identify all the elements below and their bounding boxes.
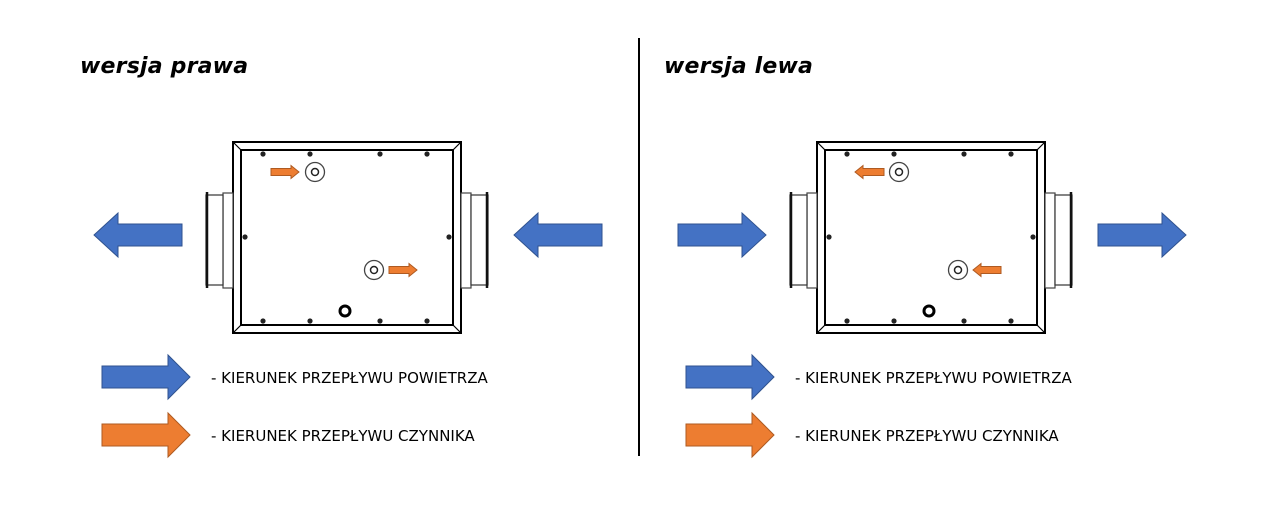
screw-icon (377, 318, 383, 324)
screw-icon (1030, 234, 1036, 240)
housing-unit (789, 141, 1073, 334)
drain-hole-icon (922, 304, 936, 318)
housing-corner-bevel (1036, 141, 1046, 151)
panel-divider (638, 38, 640, 456)
screw-icon (446, 234, 452, 240)
legend-air-flow-arrow-icon (101, 353, 191, 401)
duct-collar-left (205, 194, 224, 286)
air-flow-arrow-icon (1097, 211, 1187, 259)
panel-title-right-version: wersja prawa (80, 54, 249, 79)
duct-collar-left-inner (222, 192, 234, 289)
air-flow-arrow-icon (677, 211, 767, 259)
housing-corner-bevel (452, 141, 462, 151)
refrigerant-flow-arrow-icon (854, 164, 885, 180)
duct-collar-right (1054, 194, 1073, 286)
screw-icon (1008, 151, 1014, 157)
screw-icon (307, 318, 313, 324)
housing-unit (205, 141, 489, 334)
legend-air-flow-label: - KIERUNEK PRZEPŁYWU POWIETRZA (795, 369, 1072, 387)
duct-collar-right-inner (1044, 192, 1056, 289)
refrigerant-flow-arrow-icon (270, 164, 300, 180)
screw-icon (307, 151, 313, 157)
housing-inner-frame (240, 149, 454, 326)
legend-refrigerant-flow-label: - KIERUNEK PRZEPŁYWU CZYNNIKA (211, 427, 475, 445)
screw-icon (961, 151, 967, 157)
housing-corner-bevel (816, 141, 826, 151)
pipe-fitting-inner (369, 265, 379, 275)
refrigerant-flow-arrow-icon (388, 262, 418, 278)
duct-collar-left-inner (806, 192, 818, 289)
air-flow-arrow-icon (93, 211, 183, 259)
screw-icon (891, 318, 897, 324)
duct-collar-right-inner (460, 192, 472, 289)
housing-corner-bevel (816, 324, 826, 334)
air-flow-arrow-icon (513, 211, 603, 259)
screw-icon (844, 151, 850, 157)
screw-icon (260, 318, 266, 324)
panel-right-version (93, 141, 603, 459)
screw-icon (1008, 318, 1014, 324)
pipe-fitting-inner (953, 265, 963, 275)
screw-icon (961, 318, 967, 324)
legend-air-flow-arrow-icon (685, 353, 775, 401)
legend-refrigerant-flow-arrow-icon (685, 411, 775, 459)
refrigerant-flow-arrow-icon (972, 262, 1002, 278)
panel-title-left-version: wersja lewa (664, 54, 814, 79)
legend-refrigerant-flow-label: - KIERUNEK PRZEPŁYWU CZYNNIKA (795, 427, 1059, 445)
housing-corner-bevel (232, 141, 242, 151)
screw-icon (242, 234, 248, 240)
duct-collar-left (789, 194, 808, 286)
housing-corner-bevel (452, 324, 462, 334)
duct-collar-right (470, 194, 489, 286)
screw-icon (377, 151, 383, 157)
legend-air-flow-label: - KIERUNEK PRZEPŁYWU POWIETRZA (211, 369, 488, 387)
pipe-fitting-inner (894, 167, 904, 177)
housing-corner-bevel (232, 324, 242, 334)
housing-corner-bevel (1036, 324, 1046, 334)
panel-left-version (677, 141, 1187, 459)
screw-icon (424, 318, 430, 324)
screw-icon (891, 151, 897, 157)
housing-inner-frame (824, 149, 1038, 326)
screw-icon (424, 151, 430, 157)
legend-refrigerant-flow-arrow-icon (101, 411, 191, 459)
drain-hole-icon (338, 304, 352, 318)
screw-icon (260, 151, 266, 157)
screw-icon (826, 234, 832, 240)
pipe-fitting-inner (310, 167, 320, 177)
screw-icon (844, 318, 850, 324)
